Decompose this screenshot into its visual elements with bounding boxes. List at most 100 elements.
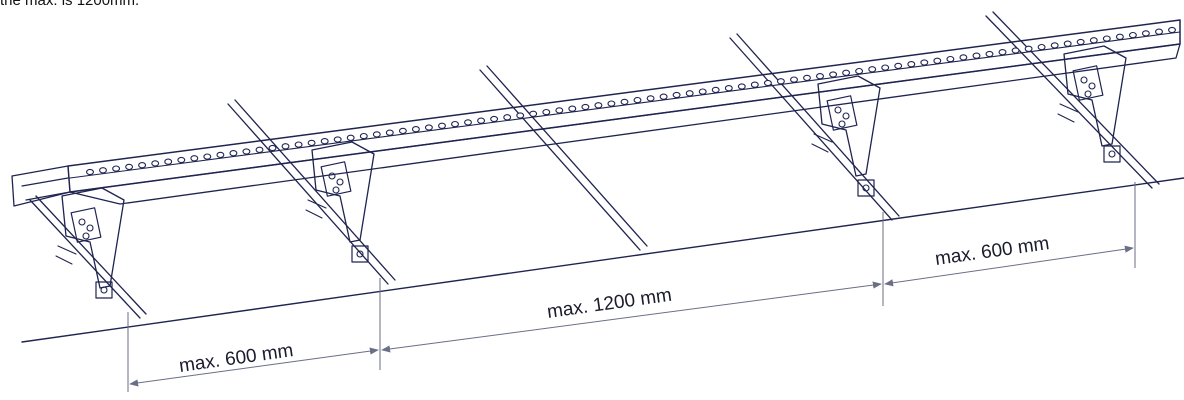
dimension-extension-lines — [127, 182, 1136, 392]
rail-slot-hole — [125, 163, 134, 171]
rail-slot-hole — [1050, 42, 1059, 49]
rail-slot-hole — [438, 122, 446, 129]
rail-slot-hole — [398, 127, 407, 135]
rail-slot-hole — [568, 105, 577, 112]
rail-slot-hole — [881, 64, 890, 71]
rail-slot-hole — [1128, 31, 1137, 39]
rail-slot-hole — [972, 52, 981, 59]
rail-slot-hole — [451, 120, 459, 128]
rail-slot-hole — [1168, 26, 1176, 34]
rail-slot-hole — [776, 78, 785, 85]
caption-text: the max. is 1200mm. — [0, 0, 140, 9]
rail-slot-hole — [203, 153, 212, 160]
rail-slot-hole — [1102, 35, 1111, 42]
rail-slot-hole — [490, 115, 499, 123]
batten-2 — [227, 99, 396, 285]
rail-slot-hole — [581, 103, 590, 111]
roof-edge-line — [21, 177, 1184, 343]
rail-slot-hole — [464, 119, 472, 126]
rail-slot-hole — [529, 110, 538, 117]
rail-slot-hole — [320, 138, 329, 145]
rail-slot-hole — [294, 141, 303, 148]
rail-slot-hole — [555, 107, 564, 114]
rail-slot-hole — [164, 158, 173, 165]
rail-slot-hole — [985, 50, 994, 58]
rail-slot-hole — [1011, 47, 1020, 54]
rail-slot-hole — [138, 162, 147, 169]
rail-slot-hole — [750, 81, 759, 88]
mounting-rail — [11, 19, 1181, 207]
rail-slot-hole — [255, 146, 264, 153]
rail-slot-hole — [151, 160, 160, 167]
rail-slot-hole — [372, 131, 381, 138]
rail-slot-hole — [516, 112, 525, 119]
roof-battens — [29, 11, 1160, 319]
rail-slot-hole — [385, 129, 394, 136]
rail-slot-hole — [216, 151, 225, 159]
dimension-line-right — [884, 245, 1134, 287]
rail-slot-hole — [1024, 45, 1033, 52]
rail-slot-hole — [281, 143, 290, 150]
rail-slot-hole — [868, 66, 877, 73]
rail-slot-hole — [477, 117, 486, 124]
rail-slot-hole — [99, 167, 107, 174]
rail-slot-hole — [333, 136, 342, 143]
batten-1 — [29, 195, 147, 319]
roof-hook-1 — [55, 187, 125, 299]
rail-slot-hole — [190, 155, 199, 162]
rail-slot-hole — [307, 139, 316, 147]
roof-hook-3 — [811, 75, 881, 197]
rail-slot-hole — [346, 134, 355, 141]
rail-slot-hole — [503, 114, 512, 121]
rail-slot-hole — [659, 93, 668, 100]
batten-4 — [729, 33, 900, 221]
rail-slot-hole — [894, 62, 903, 70]
rail-slot-hole — [646, 95, 655, 102]
rail-slot-hole — [737, 83, 746, 90]
rail-slot-hole — [933, 57, 942, 64]
rail-slot-hole — [685, 90, 694, 97]
rail-slot-hole — [711, 86, 720, 94]
rail-slot-hole — [411, 126, 420, 133]
rail-slot-hole — [177, 156, 186, 164]
rail-slot-hole — [790, 76, 798, 83]
dimension-label-middle: max. 1200 mm — [546, 285, 673, 323]
rail-slot-hole — [698, 88, 707, 95]
rail-slot-hole — [594, 102, 603, 109]
rail-slot-hole — [803, 74, 811, 82]
dimension-label-right: max. 600 mm — [934, 233, 1051, 270]
rail-slot-hole — [229, 150, 238, 157]
rail-slot-hole — [842, 69, 851, 76]
roof-hook-4 — [1057, 45, 1127, 163]
rail-slot-hole — [816, 73, 824, 80]
rail-slot-hole — [907, 61, 916, 68]
rail-slot-hole — [763, 79, 772, 87]
rail-slot-hole — [920, 59, 929, 66]
dimension-line-middle — [381, 281, 882, 353]
rail-slot-hole — [112, 165, 121, 172]
rail-slot-hole — [998, 49, 1007, 56]
rail-slot-hole — [946, 55, 955, 63]
rail-slot-hole — [1063, 40, 1072, 47]
batten-3 — [479, 65, 648, 251]
rail-slot-hole — [959, 54, 968, 61]
rail-slot-hole — [633, 96, 642, 104]
rail-slot-hole — [672, 91, 681, 99]
rail-slot-hole — [359, 132, 368, 140]
rail-slot-hole — [268, 144, 277, 152]
rail-slot-hole — [542, 108, 551, 116]
roof-hook-2 — [305, 141, 375, 263]
rail-slot-hole — [607, 100, 616, 107]
rail-slot-hole — [86, 168, 94, 176]
rail-slot-hole — [1115, 33, 1124, 40]
dimension-line-left — [129, 347, 379, 387]
rail-slot-hole — [620, 98, 629, 106]
rail-slot-hole — [1089, 37, 1098, 44]
rail-slot-hole — [724, 85, 733, 92]
rail-slot-hole — [1037, 43, 1046, 51]
rail-slot-hole — [855, 67, 864, 75]
rail-slot-hole — [1141, 30, 1150, 37]
rail-slot-hole — [1155, 28, 1163, 35]
rail-slot-hole — [242, 148, 251, 155]
